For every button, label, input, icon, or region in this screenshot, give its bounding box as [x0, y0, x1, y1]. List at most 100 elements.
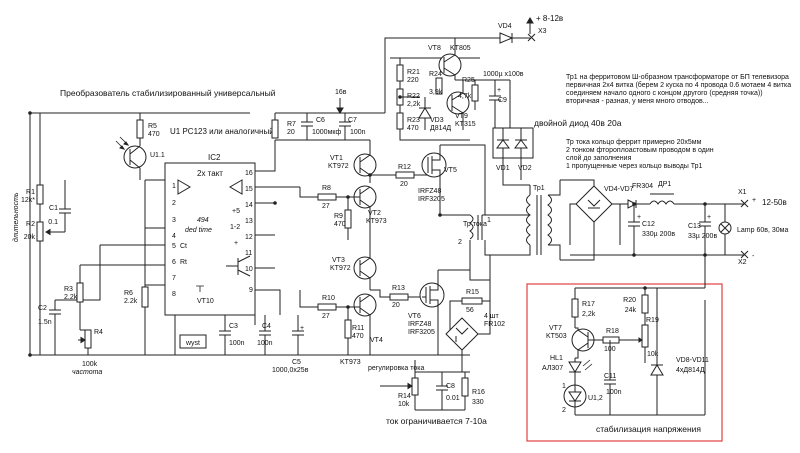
- reg-current-label: регулировка тока: [368, 365, 424, 372]
- vt6-type2: IRF3205: [408, 329, 435, 336]
- r10-resistor: [317, 303, 337, 311]
- svg-text:6: 6: [172, 259, 176, 266]
- vt4-type: KT973: [340, 359, 361, 366]
- r18-resistor: [602, 336, 620, 344]
- r14-value: 10k: [398, 401, 410, 408]
- r7-resistor: [271, 119, 279, 139]
- svg-text:7: 7: [172, 275, 176, 282]
- vt2-ref: VT2: [368, 210, 381, 217]
- note-current-tr-1: Тр тока кольцо феррит примерно 20х5мм: [566, 139, 702, 146]
- c12-ref: C12: [642, 221, 655, 228]
- svg-text:4: 4: [172, 233, 176, 240]
- r16-value: 330: [472, 399, 484, 406]
- r20-value: 24k: [625, 307, 637, 314]
- r8-value: 27: [322, 203, 330, 210]
- x1-label: X1: [738, 189, 747, 196]
- vt5-type1: IRFZ48: [418, 188, 441, 195]
- wyst-box: [179, 334, 207, 349]
- vt6-mosfet: [419, 282, 445, 308]
- vt3-type: KT972: [330, 265, 351, 272]
- c2-ref: C2: [38, 305, 47, 312]
- x3-label: X3: [538, 28, 547, 35]
- r2-value: 20k: [24, 234, 36, 241]
- svg-text:1: 1: [172, 183, 176, 190]
- r4-potentiometer: [84, 329, 92, 349]
- ic2-pin6-rt: Rt: [180, 259, 187, 266]
- vt9-ref: VT9: [455, 113, 468, 120]
- c2-value: 1.5n: [38, 319, 52, 326]
- note-stabilization: стабилизация напряжения: [596, 424, 701, 434]
- vt1-type: KT972: [328, 163, 349, 170]
- vd3-type: Д814Д: [430, 125, 451, 132]
- r12-resistor: [395, 171, 415, 179]
- r15-value: 56: [466, 307, 474, 314]
- u1-part-label: U1 PC123 или аналогичный: [170, 127, 274, 136]
- svg-text:+: +: [497, 87, 501, 94]
- svg-text:13: 13: [245, 218, 253, 225]
- c4-ref: C4: [262, 323, 271, 330]
- c5-value: 1000,0x25в: [272, 367, 309, 374]
- vt2-type: KT973: [366, 218, 387, 225]
- vd47-label: VD4-VD7: [604, 186, 634, 193]
- tr1-primary: [526, 194, 531, 246]
- svg-text:10: 10: [245, 266, 253, 273]
- r2-ref: R2: [26, 221, 35, 228]
- r7-value: 20: [287, 129, 295, 136]
- svg-text:5: 5: [172, 243, 176, 250]
- supply-in-label: + 8-12в: [536, 14, 563, 23]
- r24-ref: R24: [429, 71, 442, 78]
- note-tr1-line4: вторичная - разная, у меня много отводов…: [566, 98, 709, 105]
- r20-resistor: [641, 294, 649, 314]
- r21-value: 220: [407, 77, 419, 84]
- r24-resistor: [435, 77, 443, 95]
- c6-ref: C6: [316, 117, 325, 124]
- svg-text:2: 2: [562, 407, 566, 414]
- r18-ref: R18: [606, 328, 619, 335]
- r9-value: 470: [334, 221, 346, 228]
- tr-current-label: Тр тока: [463, 221, 487, 228]
- svg-text:+: +: [300, 325, 304, 332]
- r12-ref: R12: [398, 164, 411, 171]
- r19-ref: R19: [646, 317, 659, 324]
- v16-label: 16в: [335, 89, 347, 96]
- r3-resistor: [76, 282, 84, 303]
- vt1-ref: VT1: [330, 155, 343, 162]
- svg-text:1: 1: [562, 383, 566, 390]
- c13-value: 33µ 200в: [688, 233, 717, 240]
- svg-text:12: 12: [245, 234, 253, 241]
- note-diode: двойной диод 40в 20а: [534, 118, 622, 128]
- vd1-vd2-dual-diode: [492, 127, 534, 159]
- r13-resistor: [389, 293, 409, 301]
- r3-value: 2.2k: [64, 294, 78, 301]
- note-current-tr-2: 2 тонком фтороплоастовым проводом в один: [566, 147, 714, 154]
- c9-value: 1000µ x100в: [483, 71, 524, 78]
- r1-ref: R1: [26, 189, 35, 196]
- vt8-type: KT805: [450, 45, 471, 52]
- note-current-limit: ток ограничивается 7-10а: [386, 416, 487, 426]
- vt5-type2: IRF3205: [418, 196, 445, 203]
- c12-value: 330µ 200в: [642, 231, 675, 238]
- r23-ref: R23: [407, 117, 420, 124]
- note-current-tr-3: слой до заполнения: [566, 154, 632, 162]
- r4-ref: R4: [94, 329, 103, 336]
- c5-ref: C5: [292, 359, 301, 366]
- c6-value: 1000мкф: [312, 129, 341, 136]
- c9-ref: C9: [498, 97, 507, 104]
- r23-value: 470: [407, 125, 419, 132]
- vt10-label: VT10: [197, 298, 214, 305]
- vt3-ref: VT3: [332, 257, 345, 264]
- vt4-ref: VT4: [370, 337, 383, 344]
- u1-phototransistor: [123, 145, 147, 169]
- lamp-label: Lamp 60в, 30ма: [737, 227, 788, 234]
- vt6-type1: IRFZ48: [408, 321, 431, 328]
- ic2-pin5-ct: Ct: [180, 243, 187, 250]
- svg-text:1: 1: [487, 217, 491, 224]
- c4-value: 100n: [257, 340, 273, 347]
- r4-value: 100k: [82, 361, 98, 368]
- ic2-pin12-label: +: [234, 240, 238, 247]
- vt1-transistor: [353, 153, 377, 177]
- vd2-label: VD2: [518, 165, 532, 172]
- ic2-pin13-label: 1-2: [230, 224, 240, 231]
- vd4-label: VD4: [498, 23, 512, 30]
- r11-resistor: [344, 319, 352, 339]
